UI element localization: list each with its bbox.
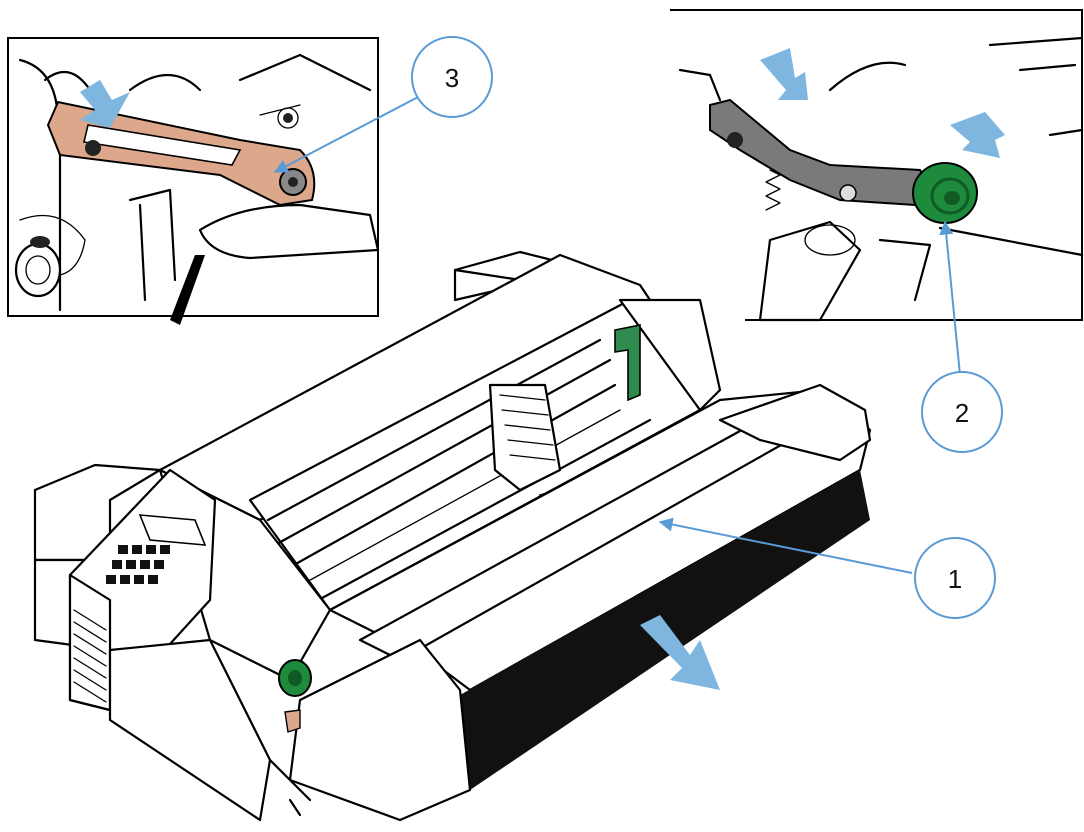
inset-lever-release (7, 37, 380, 325)
svg-text:3: 3 (445, 63, 459, 93)
move-arrow-icon (80, 80, 130, 128)
callout-3: 3 (411, 36, 493, 118)
callout-1: 1 (914, 537, 996, 619)
printer-body (33, 250, 722, 822)
green-knob-icon (278, 659, 312, 697)
move-arrow-icon (760, 48, 808, 100)
lever-icon (284, 709, 301, 733)
svg-text:2: 2 (955, 398, 969, 428)
callout-2: 2 (921, 371, 1003, 453)
move-arrow-icon (950, 112, 1005, 158)
inset-knob-release (670, 9, 1084, 322)
move-arrow-icon (640, 615, 720, 690)
svg-text:1: 1 (948, 564, 962, 594)
green-knob-icon (912, 162, 978, 224)
control-panel (106, 514, 207, 584)
green-bracket (614, 324, 641, 402)
vent-slots (73, 609, 107, 703)
